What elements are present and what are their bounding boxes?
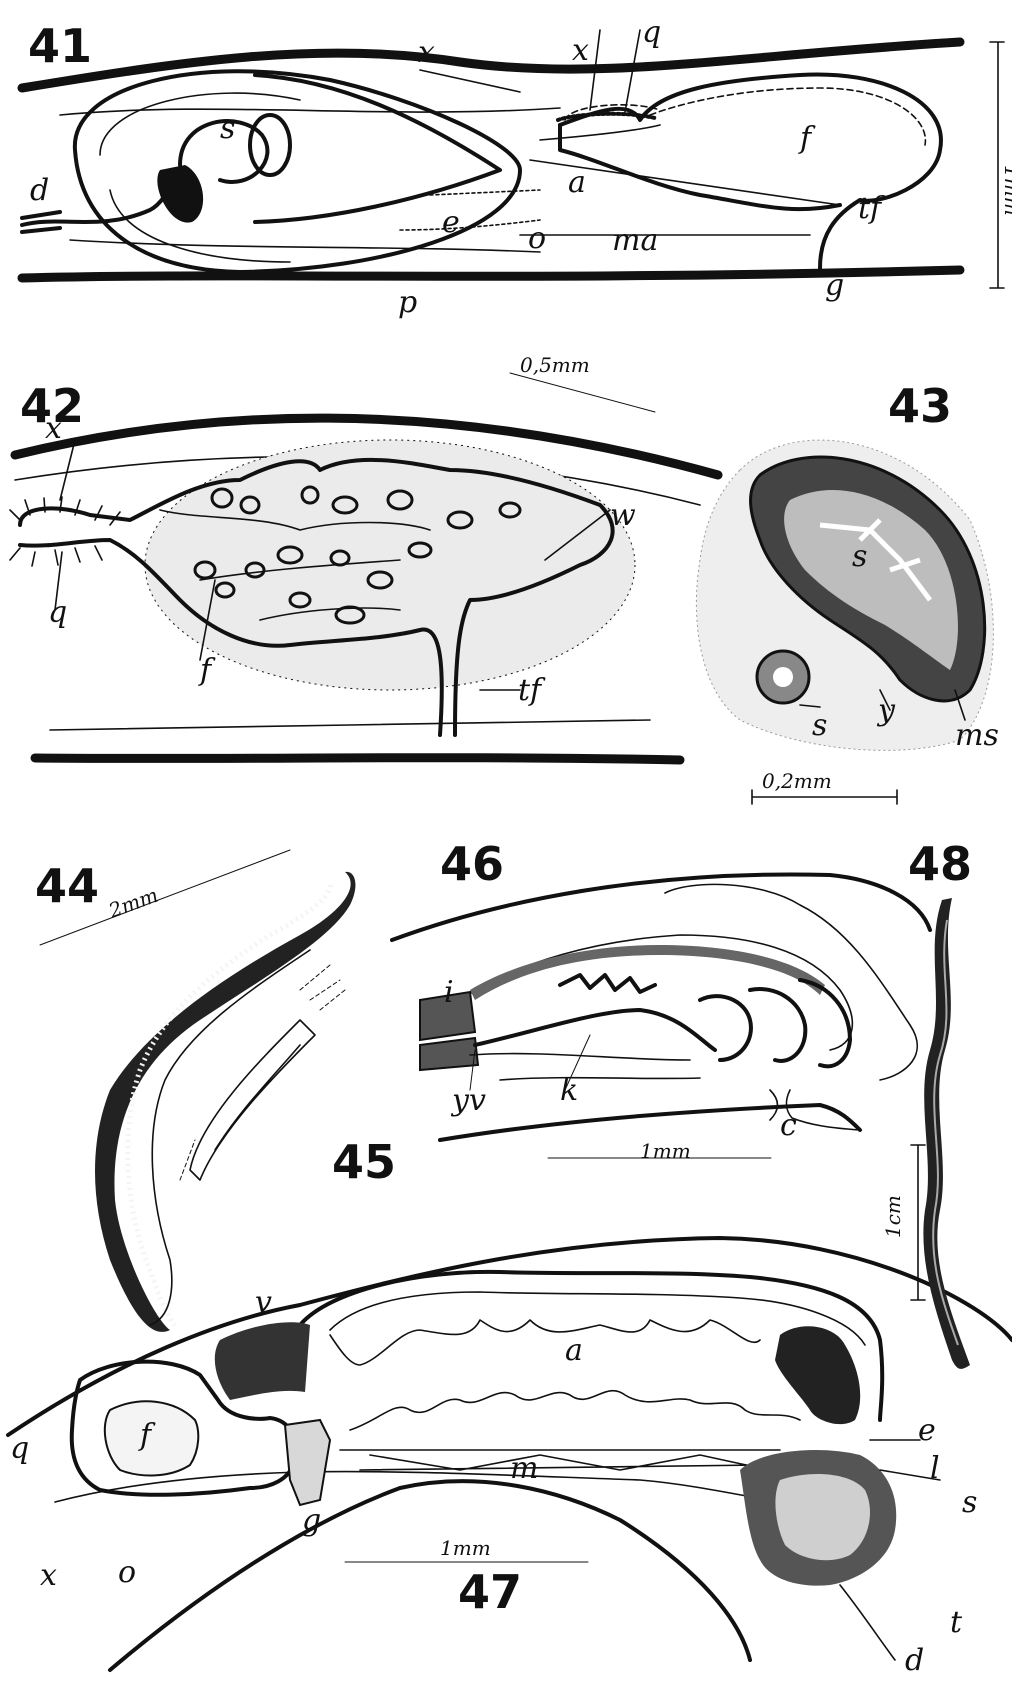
label-o-47: o — [118, 1555, 136, 1590]
figure-42-drawing — [10, 373, 718, 760]
label-t-47: t — [950, 1605, 963, 1640]
label-q-47: q — [10, 1431, 29, 1466]
label-e-47: e — [918, 1413, 936, 1448]
label-x-47: x — [40, 1558, 57, 1593]
figure-41: 41 x x q s d f — [22, 15, 1012, 320]
figure-43-drawing — [696, 440, 993, 804]
figure-42: 42 x q w — [10, 353, 718, 760]
label-a-47: a — [565, 1333, 583, 1368]
figure-number-48: 48 — [908, 837, 972, 891]
figure-45: 45 — [332, 1135, 396, 1189]
label-o-41: o — [528, 221, 546, 256]
figure-number-45: 45 — [332, 1135, 396, 1189]
label-s-41: s — [220, 111, 235, 146]
label-f-41: f — [798, 121, 816, 156]
label-ma-41: ma — [612, 223, 658, 258]
label-k-46: k — [560, 1073, 578, 1108]
label-yv-46: yv — [450, 1083, 486, 1118]
label-x-41b: x — [572, 33, 589, 68]
figure-number-43: 43 — [888, 379, 952, 433]
figure-47: 47 a v f q x o g m — [8, 1238, 1012, 1678]
label-i-46: i — [444, 975, 454, 1010]
scale-label-47: 1mm — [440, 1536, 491, 1560]
label-s-43a: s — [852, 539, 867, 574]
label-x-41a: x — [418, 35, 435, 70]
figure-41-drawing — [22, 30, 1004, 288]
label-y-43: y — [876, 693, 896, 728]
figure-44-labels: 2mm — [105, 883, 162, 923]
figure-44-drawing — [40, 850, 355, 1332]
label-a-41: a — [568, 165, 586, 200]
label-ms-43: ms — [955, 718, 999, 753]
scale-label-46: 1mm — [640, 1139, 691, 1163]
label-s-43b: s — [812, 708, 827, 743]
figure-48: 48 1cm — [881, 837, 972, 1369]
scale-label-44: 2mm — [105, 883, 162, 923]
figure-46-labels: i yv k c 1mm — [444, 975, 797, 1163]
label-c-46: c — [780, 1108, 797, 1143]
label-g-41: g — [825, 268, 844, 303]
figure-43: 43 s ms s y 0,2mm — [696, 379, 998, 804]
scale-label-43: 0,2mm — [762, 769, 832, 793]
figure-46: 46 i yv k c 1mm — [392, 837, 930, 1163]
label-x-42: x — [45, 411, 62, 446]
figure-number-44: 44 — [35, 859, 99, 913]
figure-44: 44 2mm — [35, 850, 355, 1332]
label-tf-42: tf — [518, 673, 546, 708]
label-q-41: q — [642, 15, 661, 50]
label-d-41: d — [30, 173, 49, 208]
label-l-47: l — [930, 1451, 940, 1486]
label-g-47: g — [302, 1503, 321, 1538]
figure-48-labels: 1cm — [881, 1195, 905, 1238]
label-p-41: p — [398, 285, 417, 320]
label-e-41: e — [442, 205, 460, 240]
label-s-47: s — [962, 1485, 977, 1520]
scale-label-42: 0,5mm — [520, 353, 590, 377]
scale-label-48: 1cm — [881, 1195, 905, 1238]
figure-number-46: 46 — [440, 837, 504, 891]
figure-number-41: 41 — [28, 19, 92, 73]
label-tf-41: tf — [858, 191, 886, 226]
label-f-42: f — [198, 653, 216, 688]
label-d-47: d — [905, 1643, 924, 1678]
scale-label-41: 1mm — [1000, 165, 1012, 216]
figure-48-drawing — [911, 898, 970, 1369]
label-m-47: m — [510, 1451, 538, 1486]
label-w-42: w — [610, 498, 636, 533]
label-v-47: v — [255, 1285, 272, 1320]
label-q-42: q — [48, 595, 67, 630]
figure-number-47: 47 — [458, 1565, 522, 1619]
